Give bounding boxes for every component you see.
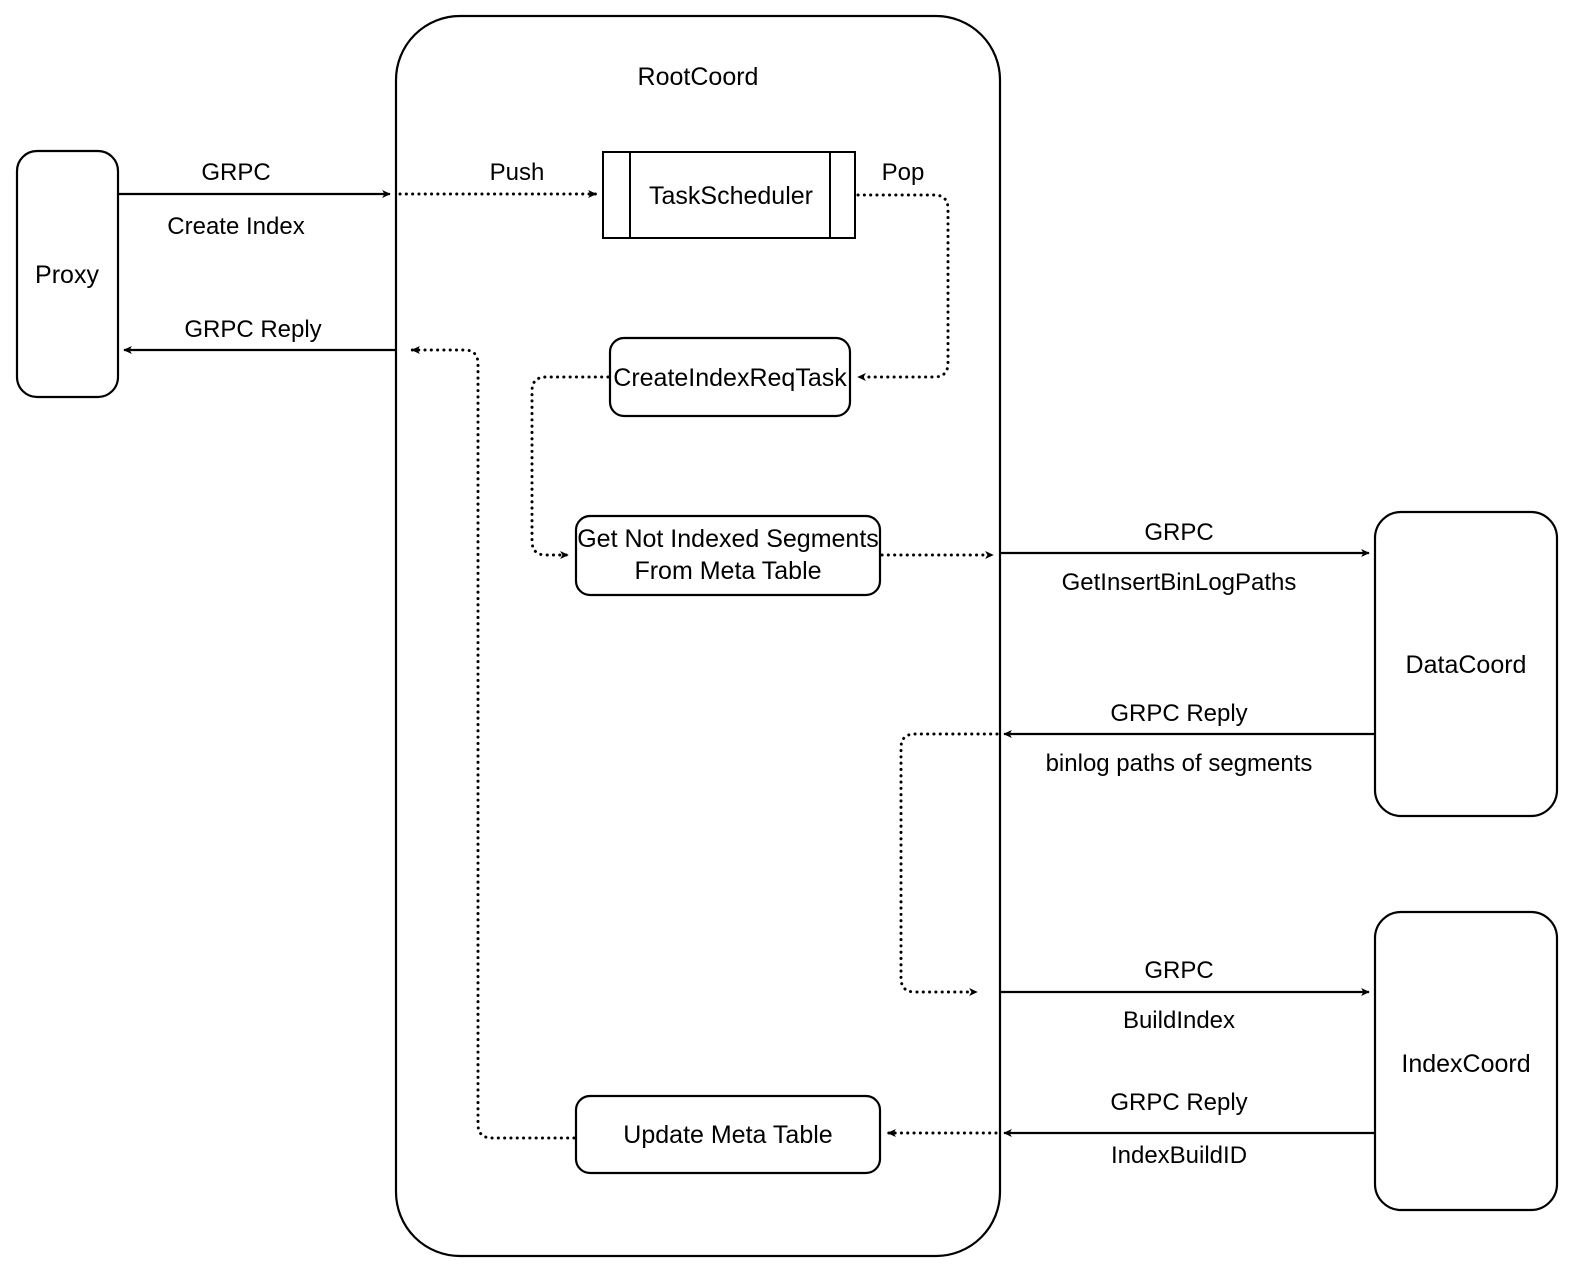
edge-update-meta-to-reply-line <box>410 345 576 1140</box>
get-not-indexed-segments-box[interactable] <box>574 514 882 597</box>
proxy-label: Proxy <box>35 261 99 289</box>
edge-label-grpc-reply-indexcoord: GRPC Reply <box>1110 1089 1247 1116</box>
edge-binlog-reroute-line <box>899 732 999 997</box>
create-index-req-task-box[interactable] <box>608 336 852 418</box>
task-scheduler-label: TaskScheduler <box>649 182 813 210</box>
get-not-indexed-segments-label-line2: From Meta Table <box>634 557 821 585</box>
edge-task-to-get-segments <box>530 375 610 560</box>
edge-indexcoord-to-rootcoord: GRPC Reply IndexBuildID <box>1003 1089 1374 1169</box>
edge-label-push: Push <box>490 159 545 186</box>
edge-binlog-reroute <box>899 732 999 997</box>
edge-rootcoord-to-indexcoord: GRPC BuildIndex <box>999 957 1370 1034</box>
edge-label-grpc-indexcoord: GRPC <box>1144 957 1213 984</box>
node-get-not-indexed-segments[interactable]: Get Not Indexed Segments From Meta Table <box>574 514 882 597</box>
proxy-box[interactable] <box>15 149 120 399</box>
create-index-req-task-label: CreateIndexReqTask <box>613 364 847 392</box>
task-scheduler-box[interactable] <box>602 151 856 239</box>
get-not-indexed-segments-label-line1: Get Not Indexed Segments <box>577 525 879 553</box>
edge-label-pop: Pop <box>882 159 925 186</box>
datacoord-label: DataCoord <box>1406 651 1527 679</box>
container-rootcoord: RootCoord <box>394 14 1002 1258</box>
edge-label-build-index: BuildIndex <box>1123 1007 1235 1034</box>
node-indexcoord[interactable]: IndexCoord <box>1373 910 1559 1212</box>
edge-label-grpc-reply-datacoord: GRPC Reply <box>1110 700 1247 727</box>
node-create-index-req-task[interactable]: CreateIndexReqTask <box>608 336 852 418</box>
datacoord-box[interactable] <box>1373 510 1559 818</box>
node-update-meta-table[interactable]: Update Meta Table <box>574 1094 882 1175</box>
update-meta-table-label: Update Meta Table <box>623 1121 832 1149</box>
edge-label-index-build-id: IndexBuildID <box>1111 1142 1247 1169</box>
edge-rootcoord-to-datacoord: GRPC GetInsertBinLogPaths <box>999 519 1370 596</box>
edge-label-create-index: Create Index <box>167 213 304 240</box>
edge-label-binlog-paths-of-segments: binlog paths of segments <box>1046 750 1313 777</box>
edge-label-grpc-reply-proxy: GRPC Reply <box>184 316 321 343</box>
edge-rootcoord-to-proxy: GRPC Reply <box>123 316 397 355</box>
indexcoord-box[interactable] <box>1373 910 1559 1212</box>
edge-proxy-to-rootcoord: GRPC Create Index <box>118 159 391 240</box>
indexcoord-label: IndexCoord <box>1401 1050 1530 1078</box>
edge-pop: Pop <box>856 159 950 382</box>
rootcoord-boundary <box>394 14 1002 1258</box>
rootcoord-label: RootCoord <box>638 63 759 91</box>
edge-label-get-insert-binlog-paths: GetInsertBinLogPaths <box>1062 569 1297 596</box>
edge-task-to-get-segments-line <box>530 375 610 560</box>
node-task-scheduler[interactable]: TaskScheduler <box>602 151 856 239</box>
node-proxy[interactable]: Proxy <box>15 149 120 399</box>
update-meta-table-box[interactable] <box>574 1094 882 1175</box>
edge-pop-line <box>856 193 950 382</box>
edge-update-meta-to-reply <box>410 345 576 1140</box>
node-datacoord[interactable]: DataCoord <box>1373 510 1559 818</box>
edge-datacoord-to-rootcoord: GRPC Reply binlog paths of segments <box>1003 700 1374 777</box>
edge-push: Push <box>398 159 598 199</box>
edge-label-grpc-datacoord: GRPC <box>1144 519 1213 546</box>
edge-label-grpc-create-index: GRPC <box>201 159 270 186</box>
